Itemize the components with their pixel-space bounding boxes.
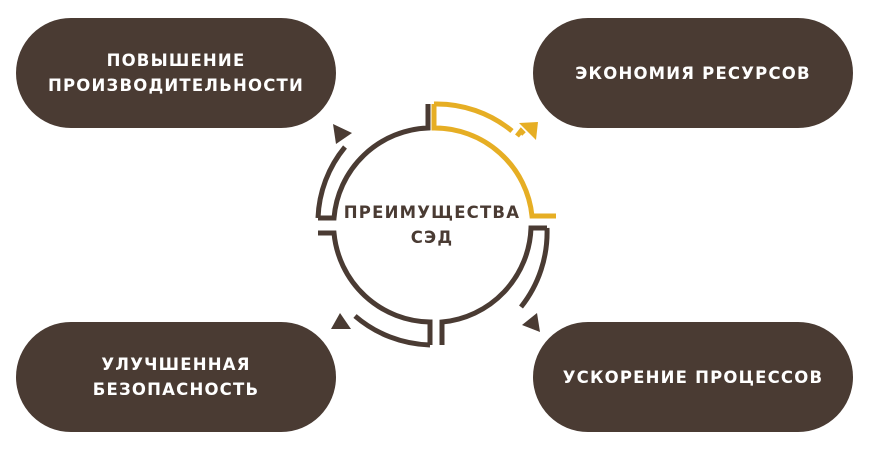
center-title: ПРЕИМУЩЕСТВА СЭД [332, 200, 532, 250]
benefit-label-line1: УЛУЧШЕННАЯ [101, 355, 251, 374]
center-title-line2: СЭД [410, 228, 454, 247]
arrowhead-icon [331, 313, 351, 329]
curved-arrow-icon [318, 230, 433, 348]
benefit-label-line1: ПОВЫШЕНИЕ [106, 51, 246, 70]
curved-arrow-icon [315, 104, 431, 221]
arrowhead-icon [333, 124, 352, 144]
benefit-pill-productivity: ПОВЫШЕНИЕ ПРОИЗВОДИТЕЛЬНОСТИ [16, 18, 336, 128]
benefit-label-line2: БЕЗОПАСНОСТЬ [92, 380, 260, 399]
curved-arrow-icon [439, 225, 550, 345]
benefit-label-line1: ЭКОНОМИЯ РЕСУРСОВ [575, 63, 811, 83]
center-title-line1: ПРЕИМУЩЕСТВА [343, 203, 521, 222]
benefit-pill-resource-savings: ЭКОНОМИЯ РЕСУРСОВ [533, 18, 853, 128]
benefit-label-line2: ПРОИЗВОДИТЕЛЬНОСТИ [48, 76, 304, 95]
arrowhead-icon [519, 122, 538, 140]
benefit-label-line1: УСКОРЕНИЕ ПРОЦЕССОВ [562, 367, 824, 387]
arrowhead-icon [522, 313, 540, 332]
curved-arrow-icon [431, 101, 556, 219]
benefit-pill-security: УЛУЧШЕННАЯ БЕЗОПАСНОСТЬ [16, 322, 336, 432]
benefit-pill-process-acceleration: УСКОРЕНИЕ ПРОЦЕССОВ [533, 322, 853, 432]
